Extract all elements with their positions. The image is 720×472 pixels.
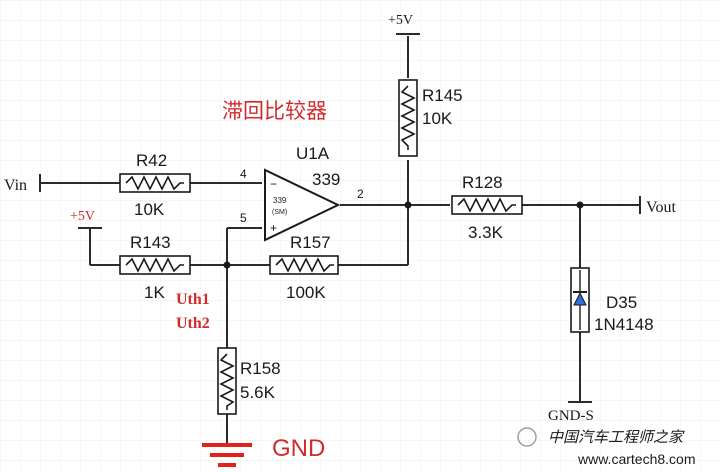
port-vin-label: Vin bbox=[4, 177, 27, 194]
opamp-pin5: 5 bbox=[240, 211, 247, 225]
resistor-r145: R145 10K bbox=[398, 79, 463, 157]
resistor-r128: R128 3.3K bbox=[451, 173, 523, 242]
gnd-symbol: GND bbox=[202, 435, 325, 467]
supply-5v-top-label: +5V bbox=[388, 13, 413, 28]
watermark-line1: 中国汽车工程师之家 bbox=[548, 429, 685, 446]
opamp-pin4: 4 bbox=[240, 167, 247, 181]
resistor-r157-value: 100K bbox=[286, 283, 326, 302]
junction-dot bbox=[404, 201, 412, 209]
junction-dot bbox=[576, 201, 584, 209]
resistor-r145-ref: R145 bbox=[422, 86, 463, 105]
threshold-uth2: Uth2 bbox=[176, 315, 210, 332]
threshold-uth1: Uth1 bbox=[176, 291, 210, 308]
gnd-label: GND bbox=[272, 435, 325, 462]
resistor-r128-ref: R128 bbox=[462, 173, 503, 192]
opamp-u1a: − + 339 (SM) U1A 339 4 5 2 bbox=[240, 144, 364, 242]
resistor-r143: R143 1K bbox=[119, 233, 191, 302]
watermark-line2: www.cartech8.com bbox=[577, 451, 695, 467]
opamp-ref: U1A bbox=[296, 144, 330, 163]
resistor-r157-ref: R157 bbox=[290, 233, 331, 252]
svg-text:+: + bbox=[270, 221, 277, 235]
circuit-title: 滞回比较器 bbox=[222, 100, 327, 123]
opamp-part: 339 bbox=[312, 170, 340, 189]
resistor-r158: R158 5.6K bbox=[217, 347, 281, 415]
port-vout-label: Vout bbox=[646, 199, 676, 216]
port-vin: Vin bbox=[4, 174, 41, 194]
port-vout: Vout bbox=[639, 196, 676, 216]
resistor-r158-value: 5.6K bbox=[240, 383, 276, 402]
supply-5v-top: +5V bbox=[388, 13, 420, 35]
junction-dot bbox=[223, 261, 231, 269]
resistor-r42-ref: R42 bbox=[136, 151, 167, 170]
supply-5v-left-label: +5V bbox=[70, 209, 95, 224]
resistor-r158-ref: R158 bbox=[240, 359, 281, 378]
resistor-r42: R42 10K bbox=[119, 151, 191, 219]
diode-d35: D35 1N4148 bbox=[570, 267, 654, 334]
resistor-r128-value: 3.3K bbox=[468, 223, 504, 242]
watermark: 中国汽车工程师之家 www.cartech8.com bbox=[517, 427, 695, 467]
resistor-r157: R157 100K bbox=[269, 233, 339, 302]
resistor-r143-value: 1K bbox=[144, 283, 165, 302]
supply-5v-left: +5V bbox=[70, 209, 102, 229]
diode-d35-ref: D35 bbox=[606, 293, 637, 312]
resistor-r145-value: 10K bbox=[422, 109, 453, 128]
opamp-inner-part: 339 bbox=[273, 196, 287, 205]
gnd-s-symbol: GND-S bbox=[548, 401, 594, 424]
gnd-s-label: GND-S bbox=[548, 408, 594, 424]
resistor-r42-value: 10K bbox=[134, 200, 165, 219]
resistor-r143-ref: R143 bbox=[130, 233, 171, 252]
opamp-inner-pkg: (SM) bbox=[272, 209, 287, 216]
svg-text:−: − bbox=[270, 177, 277, 191]
opamp-pin2: 2 bbox=[357, 187, 364, 201]
diode-d35-part: 1N4148 bbox=[594, 315, 654, 334]
